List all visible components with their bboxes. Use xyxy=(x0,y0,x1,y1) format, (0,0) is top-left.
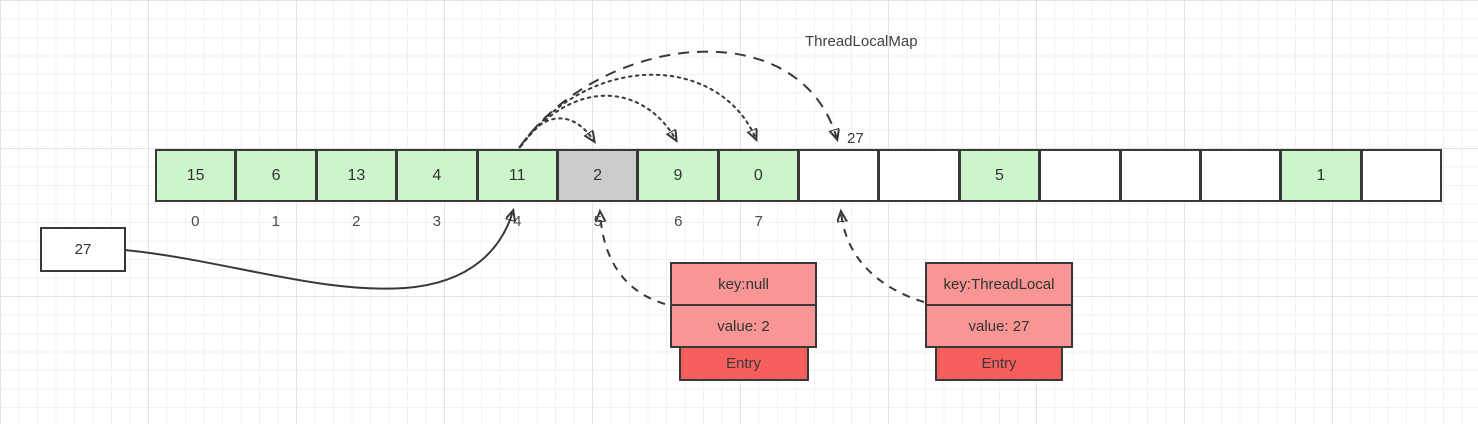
array-cell xyxy=(800,151,881,200)
index-labels: 0 1 2 3 4 5 6 7 xyxy=(155,213,799,233)
entry-value-row: value: 2 xyxy=(670,304,817,348)
array-cell: 6 xyxy=(237,151,318,200)
array-cell xyxy=(1201,151,1283,200)
index-label: 1 xyxy=(271,213,280,230)
new-entry-pointer xyxy=(841,212,925,303)
incoming-value: 27 xyxy=(74,241,92,258)
entry-card-null: key:null value: 2 Entry xyxy=(670,262,817,381)
rehash-arc xyxy=(518,50,837,149)
index-label: 2 xyxy=(352,213,361,230)
index-label: 4 xyxy=(513,213,522,230)
probe-arc-3 xyxy=(519,73,756,148)
array-cell: 11 xyxy=(478,151,559,200)
entry-key-row: key:null xyxy=(670,262,817,306)
array-cell: 13 xyxy=(317,151,399,200)
array-cell xyxy=(1041,151,1122,200)
array-cell xyxy=(880,151,961,200)
rehash-target-label: 27 xyxy=(847,130,864,147)
index-label: 0 xyxy=(191,213,200,230)
entry-tag: Entry xyxy=(678,346,809,381)
diagram-title: ThreadLocalMap xyxy=(805,33,918,50)
index-label: 3 xyxy=(432,213,441,230)
incoming-value-box: 27 xyxy=(40,227,126,272)
probe-arc-1 xyxy=(520,117,594,147)
array-cell: 15 xyxy=(157,151,238,200)
entry-key-row: key:ThreadLocal xyxy=(925,262,1073,306)
array: 15 6 13 4 11 2 9 0 5 1 xyxy=(155,149,1442,202)
array-cell: 4 xyxy=(398,151,479,200)
array-cell: 0 xyxy=(719,151,800,200)
index-label: 5 xyxy=(593,213,602,230)
entry-card-threadlocal: key:ThreadLocal value: 27 Entry xyxy=(925,262,1073,381)
array-cell xyxy=(1121,151,1202,200)
entry-tag: Entry xyxy=(935,346,1063,381)
array-cell xyxy=(1362,151,1440,200)
array-cell: 2 xyxy=(558,151,640,200)
array-cell: 5 xyxy=(960,151,1042,200)
probe-arc-2 xyxy=(520,94,676,147)
index-label: 7 xyxy=(754,213,763,230)
index-label: 6 xyxy=(674,213,683,230)
array-cell: 9 xyxy=(639,151,720,200)
entry-value-row: value: 27 xyxy=(925,304,1073,348)
array-cell: 1 xyxy=(1282,151,1363,200)
